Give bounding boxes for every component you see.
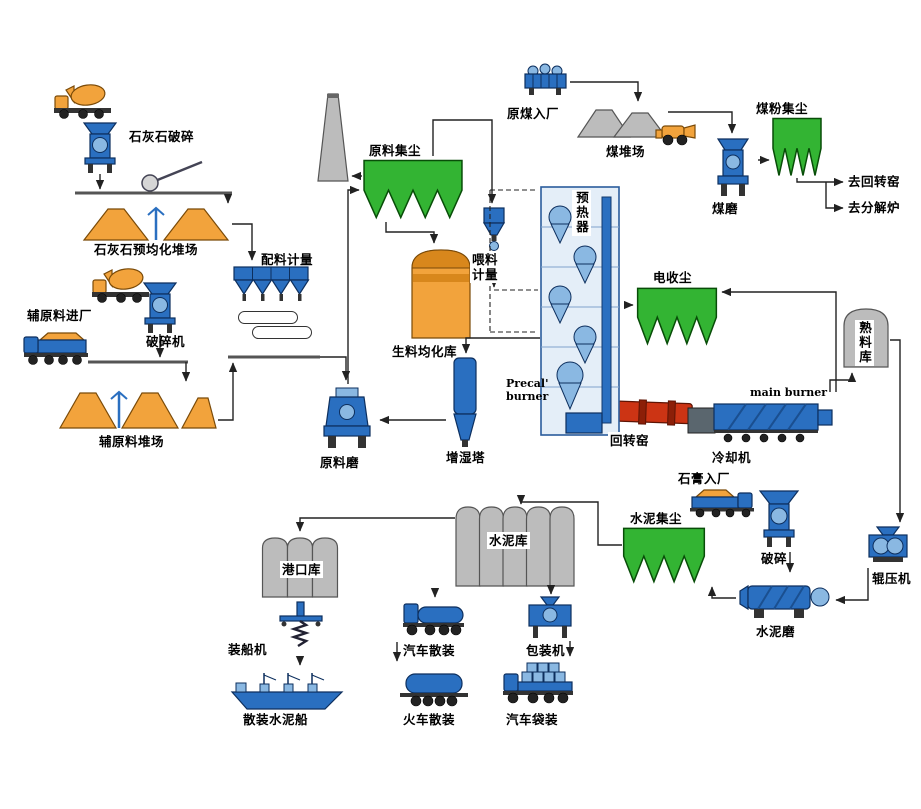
label-precal-burner: Precal' burner: [506, 377, 549, 404]
label-feed-metering: 喂料 计量: [470, 251, 501, 283]
label-to-rotary-kiln: 去回转窑: [848, 174, 901, 189]
arrow-mill-to-collector: [347, 185, 360, 384]
ship-loader-icon: [279, 601, 323, 648]
label-rotary-kiln: 回转窑: [608, 432, 652, 449]
label-cement-mill: 水泥磨: [756, 624, 796, 639]
label-cement-dust-collect: 水泥集尘: [630, 511, 683, 526]
label-cement-silo: 水泥库: [487, 532, 531, 549]
coal-storage-piles: [576, 109, 668, 138]
arrow-coal-feeder-to-yard: [570, 81, 643, 102]
gypsum-truck-icon: [690, 489, 754, 518]
label-raw-dust-collect: 原料集尘: [369, 143, 422, 158]
label-aux-material-entry: 辅原料进厂: [27, 308, 93, 323]
label-packing-machine: 包装机: [526, 643, 566, 658]
label-cooler: 冷却机: [712, 450, 752, 465]
arrow-preheater-to-humidifier: [461, 337, 540, 354]
label-port-silo: 港口库: [280, 561, 324, 578]
label-aux-material-yard: 辅原料堆场: [99, 434, 165, 449]
label-humidify-tower: 增湿塔: [446, 450, 486, 465]
label-limestone-preblend-yard: 石灰石预均化堆场: [94, 242, 199, 257]
bulk-tank-truck-icon: [403, 603, 464, 636]
clinker-cooler-icon: [687, 403, 833, 443]
coal-dust-collector: [772, 116, 822, 178]
label-esp: 电收尘: [653, 270, 693, 285]
label-truck-bagged: 汽车袋装: [506, 712, 559, 727]
preheater-tower: [540, 186, 620, 436]
label-truck-bulk: 汽车散装: [403, 643, 456, 658]
aux-material-crusher-icon: [142, 282, 178, 333]
label-limestone-crushing: 石灰石破碎: [129, 129, 195, 144]
label-raw-meal-silo: 生料均化库: [392, 344, 458, 359]
raw-mill-icon: [323, 387, 371, 448]
aux-material-mixer-truck-icon: [92, 268, 149, 303]
arrow-silo-to-roller-press: [890, 339, 905, 523]
electrostatic-precipitator: [636, 286, 718, 346]
humidifying-tower-icon: [453, 357, 477, 447]
limestone-crusher-icon: [82, 122, 118, 173]
limestone-preblending-piles: [82, 206, 230, 241]
rotary-feeder: [238, 311, 298, 324]
coal-receiving-feeder: [524, 63, 567, 95]
gypsum-crusher-icon: [758, 490, 800, 547]
label-to-calciner: 去分解炉: [848, 200, 901, 215]
arrow-coal-to-calciner: [825, 182, 844, 213]
label-train-bulk: 火车散装: [403, 712, 456, 727]
wheel-loader-icon: [655, 124, 696, 146]
arrow-aux-yard-reclaim: [218, 362, 238, 421]
bulk-cement-ship-icon: [230, 673, 344, 710]
label-roller-press: 辊压机: [872, 571, 912, 586]
cement-dust-collector: [622, 526, 706, 584]
aux-material-piles: [58, 390, 217, 429]
batching-hoppers: [233, 266, 310, 301]
label-bulk-cement-ship: 散装水泥船: [243, 712, 309, 727]
coal-mill-icon: [716, 138, 750, 196]
rail-tank-wagon-icon: [400, 673, 468, 707]
label-coal-mill: 煤磨: [712, 201, 739, 216]
label-raw-mill: 原料磨: [320, 455, 360, 470]
limestone-mixer-truck-icon: [54, 84, 111, 119]
bag-truck-icon: [503, 662, 573, 704]
stacker-arm: [141, 160, 203, 192]
arrow-yard-to-batching: [232, 223, 257, 261]
arrow-coal-to-kiln: [796, 177, 844, 187]
arrow-cement-to-port-silo: [295, 517, 455, 532]
packing-machine-icon: [528, 596, 572, 638]
label-coal-dust-collect: 煤粉集尘: [756, 101, 809, 116]
arrow-collector-to-silo: [385, 222, 439, 244]
arrow-cooler-to-esp: [721, 287, 837, 392]
raw-material-dust-collector: [362, 158, 464, 220]
chimney-icon: [317, 93, 349, 182]
dump-truck-icon: [23, 332, 88, 365]
label-main-burner: main burner: [750, 386, 828, 399]
arrow-belt-to-raw-mill: [320, 356, 351, 381]
arrow-roller-to-cement-mill: [835, 568, 869, 605]
feed-metering-hopper: [482, 207, 506, 251]
label-crush: 破碎: [761, 551, 788, 566]
rotary-feeder: [252, 326, 312, 339]
label-ship-loader: 装船机: [228, 642, 268, 657]
arrow-cooler-to-clinker-silo: [829, 372, 857, 392]
label-coal-yard: 煤堆场: [606, 144, 646, 159]
raw-meal-homogenizing-silo: [411, 249, 471, 339]
arrow-mill-to-cement-collector: [707, 586, 736, 599]
label-batching-metering: 配料计量: [261, 252, 314, 267]
label-crusher: 破碎机: [146, 334, 186, 349]
label-gypsum-entry: 石膏入厂: [678, 471, 731, 486]
cement-mill-icon: [739, 584, 830, 618]
label-preheater: 预热器: [572, 190, 591, 236]
label-clinker-silo: 熟料库: [855, 320, 874, 366]
roller-press-icon: [868, 526, 908, 562]
label-raw-coal-entry: 原煤入厂: [507, 106, 560, 121]
